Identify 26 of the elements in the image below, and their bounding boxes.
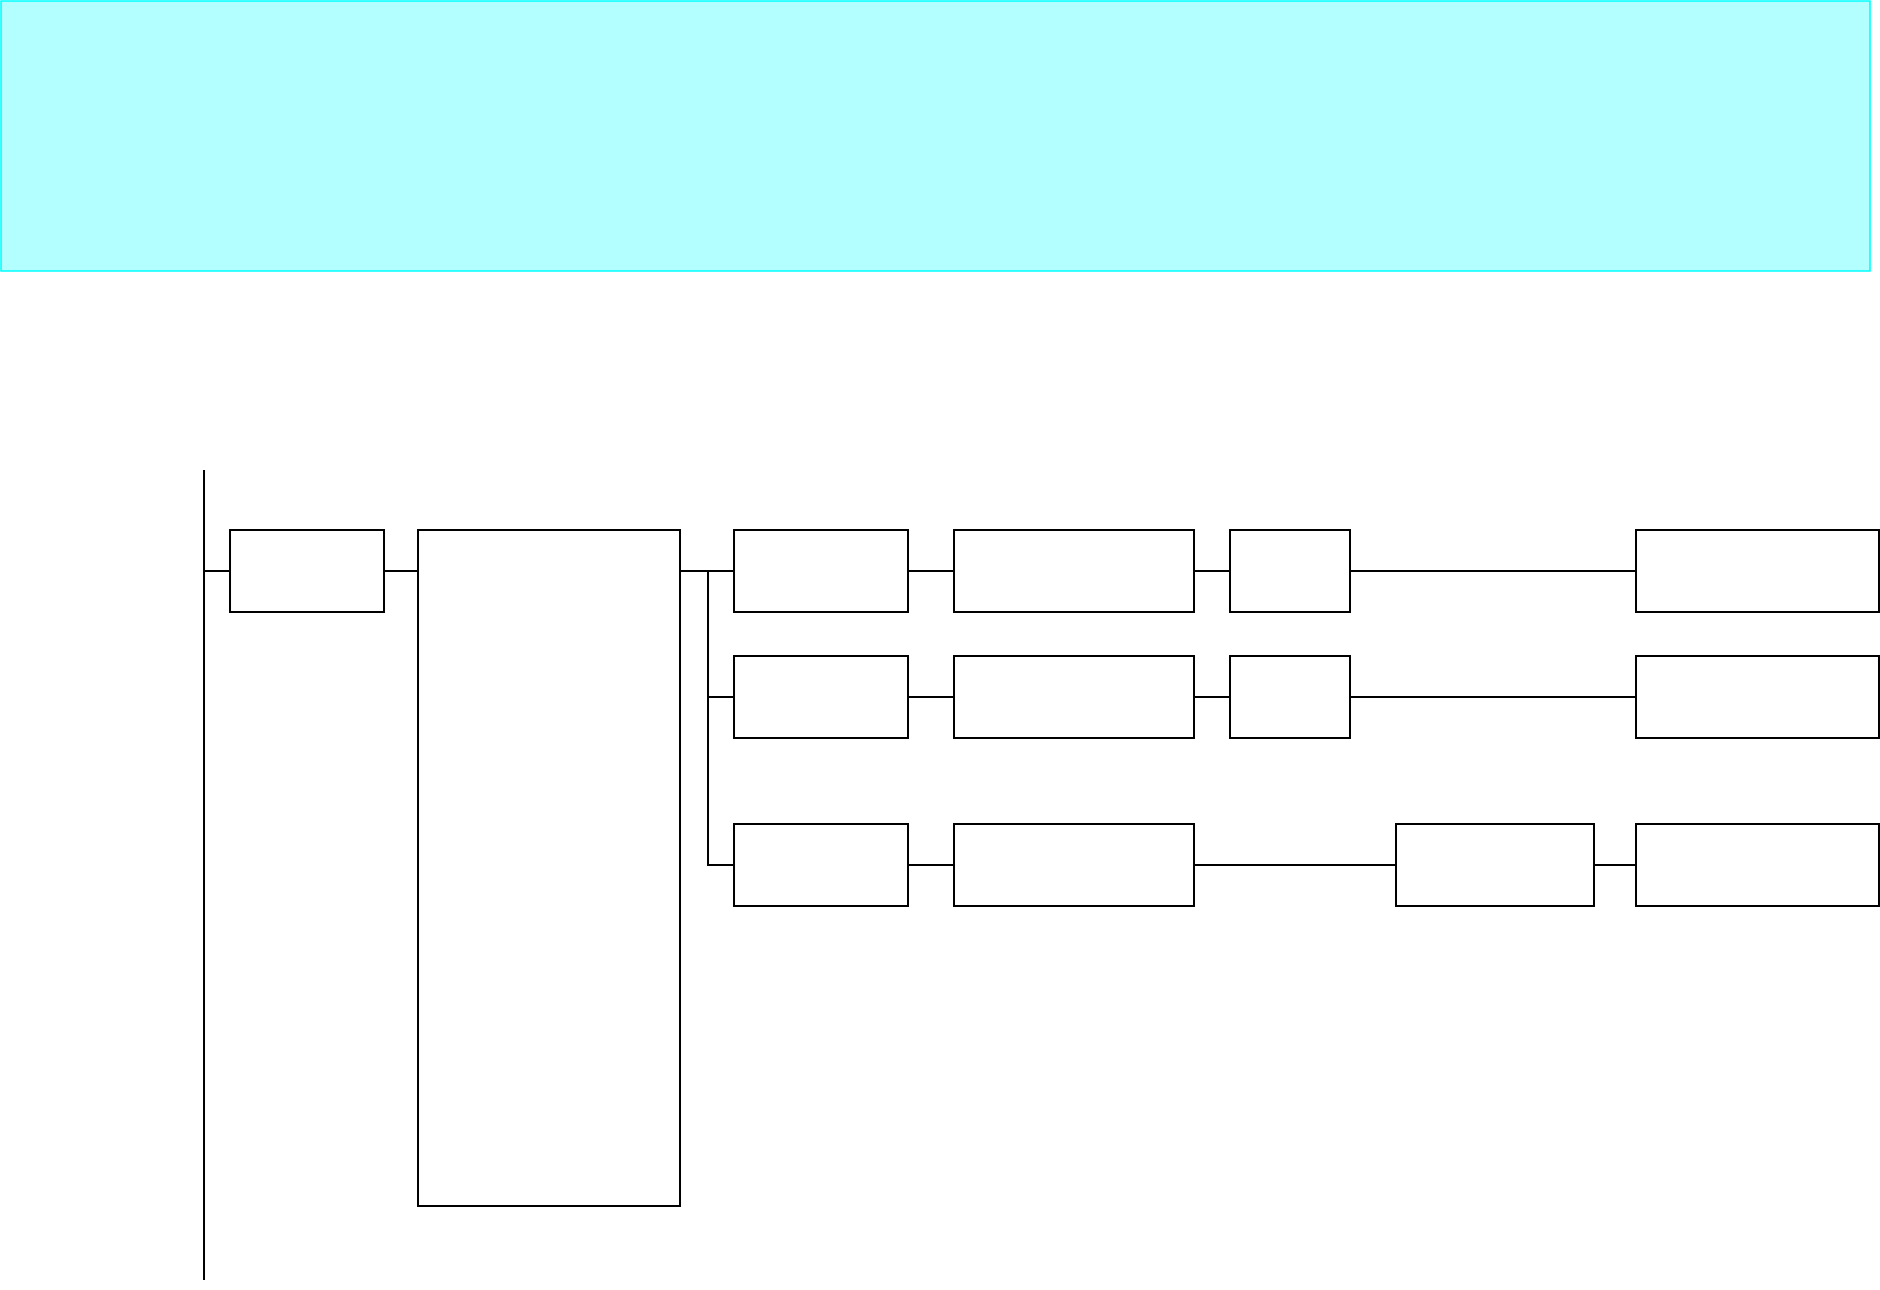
ladder-box xyxy=(1635,655,1880,739)
connector-line xyxy=(203,570,230,572)
ladder-box xyxy=(953,823,1195,907)
ladder-box xyxy=(953,529,1195,613)
connector-line xyxy=(908,696,954,698)
connector-line xyxy=(1350,696,1636,698)
connector-line xyxy=(1194,570,1230,572)
ladder-box xyxy=(1635,823,1880,907)
ladder-box xyxy=(1395,823,1595,907)
ladder-box xyxy=(733,823,909,907)
connector-line xyxy=(908,864,954,866)
connector-line xyxy=(384,570,418,572)
connector-line xyxy=(1350,570,1636,572)
ladder-box xyxy=(1229,655,1351,739)
ladder-box xyxy=(229,529,385,613)
ladder-box xyxy=(733,529,909,613)
connector-line xyxy=(1594,864,1636,866)
connector-line xyxy=(1194,696,1230,698)
ladder-box xyxy=(733,655,909,739)
ladder-box xyxy=(953,655,1195,739)
connector-line xyxy=(1194,864,1396,866)
ladder-box xyxy=(417,529,681,1207)
ladder-box xyxy=(1229,529,1351,613)
connector-line xyxy=(908,570,954,572)
connector-line xyxy=(680,570,734,866)
ladder-box xyxy=(1635,529,1880,613)
